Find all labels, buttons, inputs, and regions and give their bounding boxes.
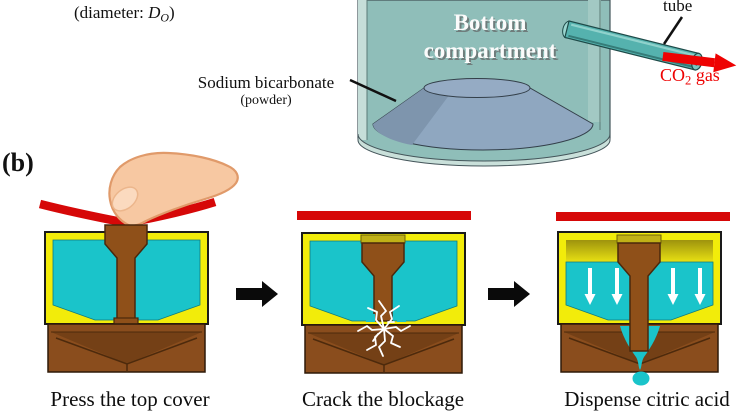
- vessel-label-line1: Bottom: [453, 10, 527, 35]
- diameter-symbol: D: [148, 3, 161, 22]
- step-arrow-icon: [488, 281, 530, 307]
- vessel-diagram: [349, 0, 737, 167]
- powder-pointer-line: [349, 78, 397, 103]
- diameter-label-prefix: (diameter:: [74, 3, 149, 22]
- co2-arrow-icon: [662, 51, 737, 73]
- powder-label-line2: (powder): [240, 92, 292, 108]
- crack-icon: [357, 300, 411, 357]
- gas-label-suffix: gas: [691, 65, 720, 85]
- gas-label-subscript: 2: [685, 73, 692, 88]
- plunger: [361, 242, 405, 322]
- vessel-label: Bottom compartment: [405, 9, 575, 66]
- plunger-recess: [616, 234, 662, 244]
- step1-caption: Press the top cover: [50, 387, 210, 411]
- step3-caption: Dispense citric acid: [564, 387, 730, 411]
- powder-label: Sodium bicarbonate (powder): [182, 73, 350, 109]
- vessel-rim: [357, 133, 611, 167]
- flow-arrows-icon: [584, 268, 706, 305]
- panel-b-label: (b): [2, 148, 34, 177]
- plunger-recess: [360, 234, 406, 244]
- powder-label-line1: Sodium bicarbonate: [197, 73, 335, 92]
- acid-droplet: [632, 371, 650, 386]
- top-cover-flat: [297, 211, 471, 220]
- powder-cone: [372, 78, 594, 151]
- step2-device: [297, 211, 471, 374]
- co2-gas-label: CO2 gas: [660, 65, 720, 88]
- diameter-label-suffix: ): [168, 3, 175, 22]
- finger-icon: [108, 151, 239, 228]
- tube-pointer-line: [662, 16, 684, 45]
- top-cover-flat: [556, 212, 730, 221]
- step-arrow-icon: [236, 281, 278, 307]
- step3-device: [556, 212, 730, 386]
- diameter-label: (diameter: DO): [74, 3, 175, 25]
- step2-caption: Crack the blockage: [301, 387, 465, 411]
- step1-device: [38, 151, 239, 373]
- plunger: [617, 242, 661, 352]
- steps-diagram: [38, 151, 730, 386]
- diameter-subscript: O: [160, 10, 169, 25]
- gas-label-prefix: CO: [660, 65, 686, 85]
- vessel-label-line2: compartment: [423, 38, 557, 64]
- funnel-block: [47, 323, 206, 373]
- tube-label: tube: [663, 0, 693, 15]
